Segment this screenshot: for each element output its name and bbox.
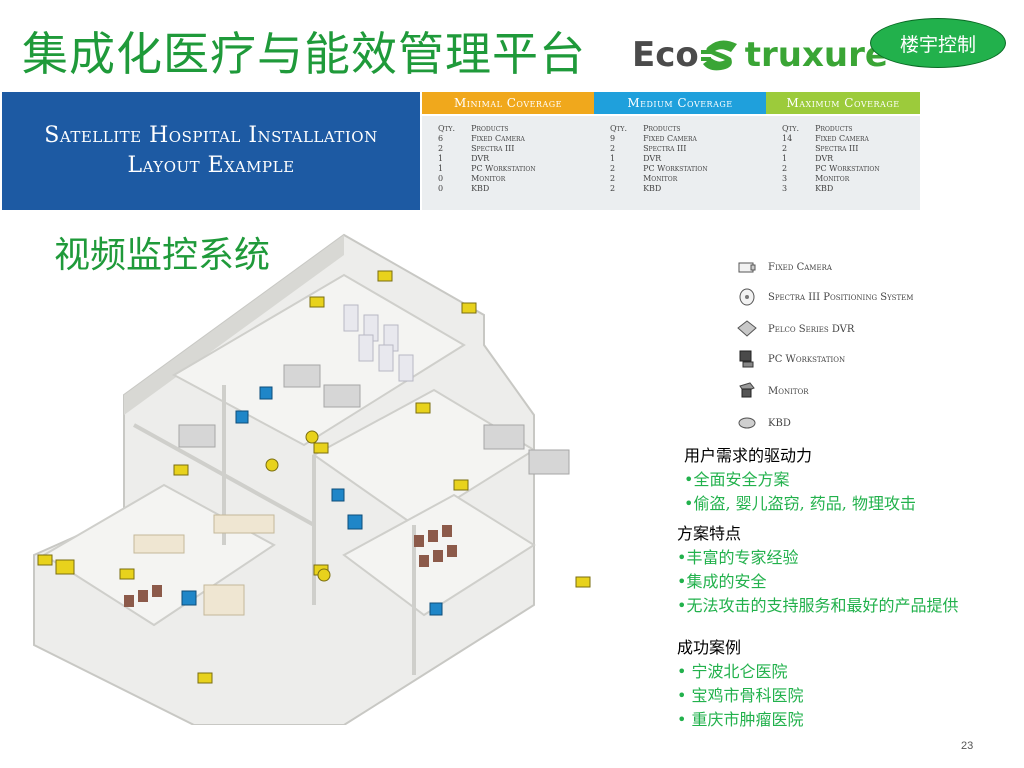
medium-coverage-header: Medium Coverage <box>594 92 766 114</box>
legend-label: Fixed Camera <box>768 261 832 273</box>
list-item: •集成的安全 <box>677 572 767 591</box>
legend-item: PC Workstation <box>736 348 845 370</box>
qty-label: Qty. <box>438 124 456 133</box>
legend-item: Spectra III Positioning System <box>736 286 913 308</box>
banner-title-block: Satellite Hospital Installation Layout E… <box>2 92 420 210</box>
list-item: •无法攻击的支持服务和最好的产品提供 <box>677 596 959 615</box>
qty-label: Qty. <box>782 124 800 133</box>
hospital-floor-plan-illustration <box>33 233 591 725</box>
list-item: • 宝鸡市骨科医院 <box>677 686 804 705</box>
minimal-coverage-header: Minimal Coverage <box>422 92 594 114</box>
legend-label: KBD <box>768 417 791 429</box>
products-label: Products <box>471 124 509 133</box>
cases-heading: 成功案例 <box>677 638 742 657</box>
legend-label: Pelco Series DVR <box>768 323 855 335</box>
drivers-heading: 用户需求的驱动力 <box>684 446 813 465</box>
legend-item: Monitor <box>736 380 809 402</box>
products-label: Products <box>815 124 853 133</box>
legend-item: KBD <box>736 412 791 434</box>
logo-s-mark-icon <box>700 40 737 71</box>
page-title: 集成化医疗与能效管理平台 <box>22 27 586 81</box>
keyboard-icon <box>738 417 756 429</box>
qty-label: Qty. <box>610 124 628 133</box>
pc-workstation-icon <box>739 350 754 368</box>
legend-label: PC Workstation <box>768 353 846 365</box>
logo-truxure-text: truxure <box>744 35 888 75</box>
ecostruxure-logo: Eco truxure <box>632 30 888 80</box>
dvr-icon <box>737 320 757 337</box>
fixed-camera-icon <box>738 262 756 273</box>
features-heading: 方案特点 <box>677 524 742 543</box>
list-item: •偷盗, 婴儿盗窃, 药品, 物理攻击 <box>684 494 916 513</box>
list-item: •丰富的专家经验 <box>677 548 799 567</box>
legend-item: Fixed Camera <box>736 256 832 278</box>
legend-label: Monitor <box>768 385 809 397</box>
products-label: Products <box>643 124 681 133</box>
installation-banner: Satellite Hospital Installation Layout E… <box>2 92 920 210</box>
dome-camera-icon <box>739 288 755 306</box>
list-item: • 宁波北仑医院 <box>677 662 788 681</box>
banner-title-line1: Satellite Hospital Installation <box>44 123 378 148</box>
building-control-badge[interactable]: 楼宇控制 <box>870 18 1006 68</box>
video-surveillance-title: 视频监控系统 <box>54 235 271 276</box>
monitor-icon <box>739 382 755 398</box>
maximum-coverage-header: Maximum Coverage <box>766 92 920 114</box>
page-number: 23 <box>961 740 974 752</box>
list-item: •全面安全方案 <box>684 470 790 489</box>
list-item: • 重庆市肿瘤医院 <box>677 710 804 729</box>
logo-eco-text: Eco <box>632 35 699 75</box>
legend-item: Pelco Series DVR <box>736 318 854 340</box>
legend-label: Spectra III Positioning System <box>768 291 914 303</box>
banner-title-line2: Layout Example <box>127 153 295 178</box>
